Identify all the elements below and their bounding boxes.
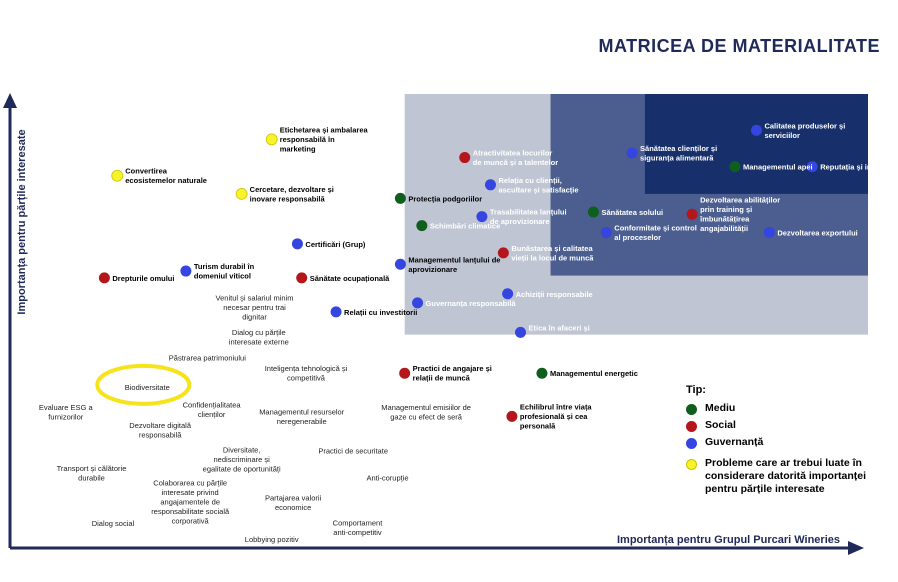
point-label-23: Drepturile omului [112, 274, 174, 283]
topic-label-4: Biodiversitate [125, 383, 170, 392]
scatter-point-7 [587, 206, 599, 218]
scatter-point-27 [536, 367, 548, 379]
scatter-point-28 [506, 410, 518, 422]
point-label-6: Protecția podgoriilor [408, 194, 482, 203]
scatter-point-9 [476, 211, 488, 223]
scatter-point-12 [763, 226, 775, 238]
scatter-point-10 [416, 220, 428, 232]
scatter-point-17 [515, 326, 527, 338]
y-axis-label: Importanța pentru părțile interesate [16, 129, 28, 314]
zone-dark [644, 94, 868, 194]
highlight-circle [95, 363, 192, 406]
legend: Tip: Mediu Social Guvernanță Probleme ca… [686, 384, 886, 500]
scatter-point-15 [502, 288, 514, 300]
legend-dot-social [686, 421, 697, 432]
scatter-point-14 [394, 258, 406, 270]
point-label-7: Sănătatea solului [601, 208, 663, 217]
scatter-point-3 [729, 161, 741, 173]
legend-item-mediu: Mediu [686, 402, 886, 415]
scatter-point-8 [686, 208, 698, 220]
point-label-22: Sănătate ocupațională [310, 274, 390, 283]
scatter-point-16 [412, 297, 424, 309]
scatter-point-11 [600, 226, 612, 238]
scatter-point-1 [806, 161, 818, 173]
point-label-1: Reputația și imaginea [820, 163, 898, 172]
legend-label-mediu: Mediu [705, 402, 736, 414]
point-label-12: Dezvoltarea exportului [777, 228, 857, 237]
point-label-21: Certificări (Grup) [305, 240, 366, 249]
legend-item-social: Social [686, 419, 886, 432]
scatter-point-23 [98, 272, 110, 284]
scatter-point-24 [180, 265, 192, 277]
scatter-point-2 [626, 147, 638, 159]
scatter-point-26 [399, 367, 411, 379]
x-axis-arrow-icon [848, 541, 864, 555]
scatter-point-5 [484, 179, 496, 191]
topic-label-13: Anti-corupție [366, 474, 408, 483]
scatter-point-20 [235, 187, 248, 200]
legend-dot-guvernanta [686, 438, 697, 449]
scatter-point-22 [296, 272, 308, 284]
point-label-16: Guvernanța responsabilă [426, 299, 517, 308]
point-label-5: Relația cu clienții,ascultare și satisfa… [498, 176, 578, 195]
legend-label-stakeholder-issues: Probleme care ar trebui luate în conside… [705, 457, 867, 495]
page-title: MATRICEA DE MATERIALITATE [598, 36, 880, 56]
scatter-point-4 [459, 152, 471, 164]
scatter-point-21 [291, 238, 303, 250]
legend-dot-stakeholder-issues [686, 459, 697, 470]
topic-label-10: Practici de securitate [318, 446, 388, 455]
point-label-3: Managementul apei [743, 163, 813, 172]
legend-dot-mediu [686, 404, 697, 415]
scatter-point-18 [265, 133, 278, 146]
topic-label-18: Lobbying pozitiv [245, 535, 299, 544]
y-axis-arrow-icon [3, 93, 17, 108]
topic-label-2: Păstrarea patrimoniului [169, 353, 246, 362]
legend-label-guvernanta: Guvernanță [705, 436, 764, 448]
point-label-27: Managementul energetic [550, 369, 638, 378]
legend-label-social: Social [705, 419, 736, 431]
legend-title: Tip: [686, 384, 706, 396]
scatter-point-6 [394, 192, 406, 204]
point-label-25: Relații cu investitorii [344, 308, 417, 317]
legend-item-guvernanta: Guvernanță [686, 436, 886, 449]
scatter-point-25 [330, 306, 342, 318]
x-axis-label: Importanța pentru Grupul Purcari Winerie… [617, 534, 840, 546]
point-label-15: Achiziții responsabile [516, 290, 593, 299]
point-label-10: Schimbări climatice [430, 222, 500, 231]
legend-item-stakeholder-issues: Probleme care ar trebui luate în conside… [686, 457, 886, 496]
scatter-point-19 [111, 169, 124, 182]
scatter-point-0 [750, 124, 762, 136]
topic-label-17: Dialog social [92, 519, 135, 528]
scatter-point-13 [497, 247, 509, 259]
